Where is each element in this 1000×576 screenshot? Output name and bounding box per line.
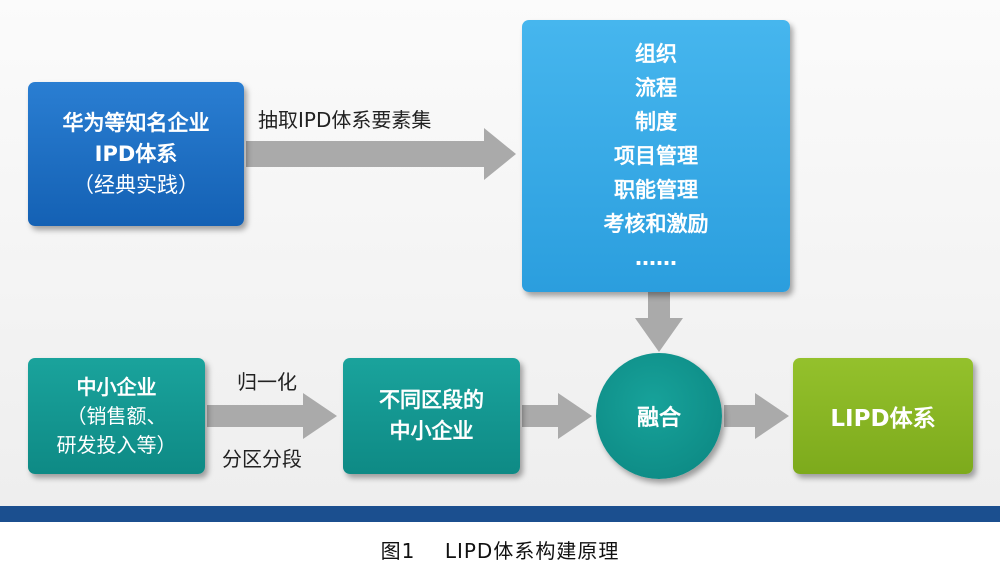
element-item: ……: [635, 246, 677, 270]
element-item: 组织: [635, 42, 677, 66]
arrow-to-result: [724, 393, 789, 439]
element-item: 项目管理: [614, 144, 698, 168]
element-item: 流程: [635, 76, 677, 100]
element-item: 职能管理: [614, 178, 698, 202]
arrow-to-fusion: [522, 393, 592, 439]
fusion-circle: 融合: [596, 353, 722, 479]
source-line1: 华为等知名企业: [62, 110, 210, 135]
source-line2: IPD体系: [94, 141, 178, 166]
source-line3: （经典实践）: [73, 172, 199, 197]
segments-line2: 中小企业: [389, 419, 474, 443]
arrow-extract: [246, 128, 516, 180]
fusion-label: 融合: [636, 406, 681, 431]
result-label: LIPD体系: [830, 406, 936, 432]
element-item: 考核和激励: [603, 212, 709, 236]
extract-label: 抽取IPD体系要素集: [258, 108, 432, 132]
element-item: 制度: [635, 110, 677, 134]
source-box: 华为等知名企业 IPD体系 （经典实践）: [28, 82, 244, 226]
normalize-label: 归一化: [237, 370, 297, 394]
segment-label: 分区分段: [222, 447, 302, 471]
sme-line3: 研发投入等）: [56, 432, 177, 457]
arrow-normalize: [207, 393, 337, 439]
elements-box: 组织 流程 制度 项目管理 职能管理 考核和激励 ……: [522, 20, 790, 292]
segments-box: 不同区段的 中小企业: [343, 358, 520, 474]
arrow-down-to-fusion: [635, 292, 683, 352]
figure-caption: 图1 LIPD体系构建原理: [380, 539, 620, 563]
sme-box: 中小企业 （销售额、 研发投入等）: [28, 358, 205, 474]
arrows-layer: [207, 128, 789, 439]
segments-line1: 不同区段的: [379, 388, 484, 412]
sme-line2: （销售额、: [66, 403, 167, 428]
result-box: LIPD体系: [793, 358, 973, 474]
bottom-bar: [0, 506, 1000, 522]
sme-line1: 中小企业: [76, 374, 157, 399]
